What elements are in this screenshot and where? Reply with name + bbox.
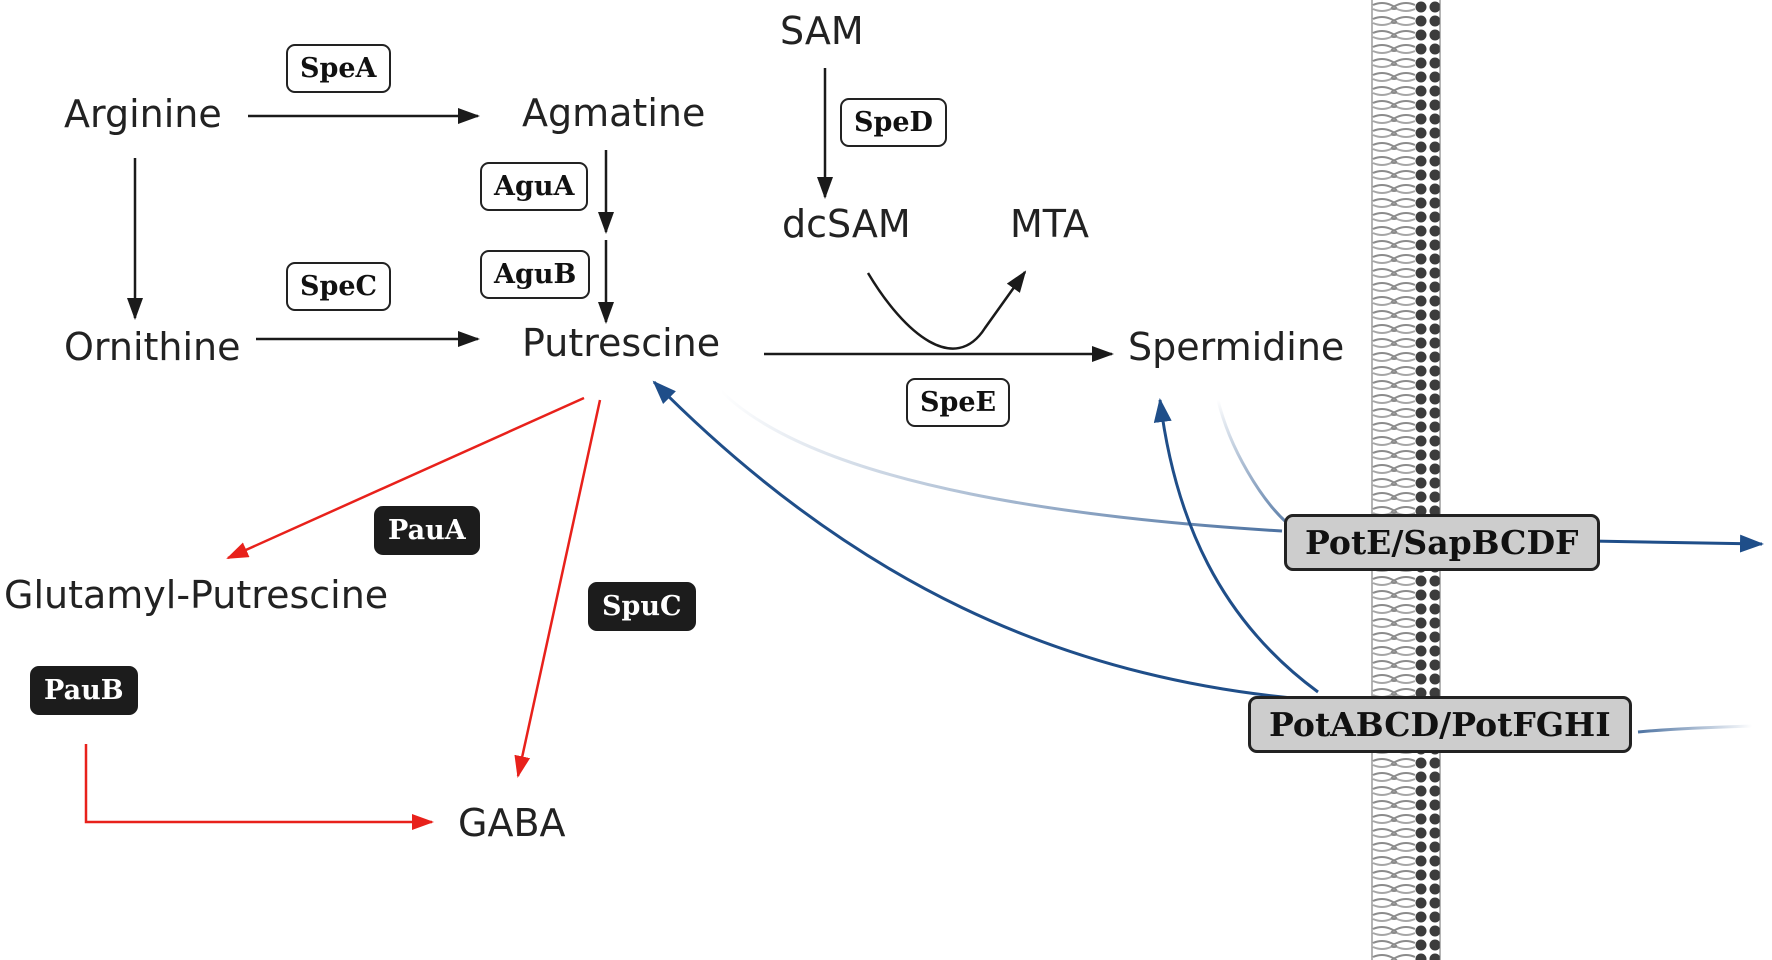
- spermidine-to-export-path: [1216, 399, 1288, 524]
- transporter-import: PotABCD/PotFGHI: [1248, 696, 1632, 753]
- enzyme-spea: SpeA: [286, 44, 391, 93]
- enzyme-paub: PauB: [30, 666, 138, 715]
- outside-to-import-path: [1637, 724, 1753, 734]
- membrane-bilayer: [1372, 0, 1440, 960]
- arrow-dcsam-to-mta: [866, 270, 1027, 350]
- arrow-export-to-outside: [1589, 534, 1764, 553]
- biosynthesis-arrows: [127, 68, 1114, 362]
- transport-arrows: [652, 380, 1764, 734]
- metabolite-spermidine: Spermidine: [1128, 325, 1345, 369]
- enzyme-spuc: SpuC: [588, 582, 696, 631]
- enzyme-spec: SpeC: [286, 262, 392, 311]
- metabolite-mta: MTA: [1010, 202, 1090, 246]
- transporter-export: PotE/SapBCDF: [1284, 514, 1600, 571]
- metabolite-arginine: Arginine: [64, 92, 222, 136]
- putrescine-to-export-path: [718, 388, 1283, 533]
- arrow-putrescine-to-gaba: [514, 399, 602, 778]
- cell-membrane: [1371, 0, 1441, 960]
- arrow-import-to-spermidine: [1153, 398, 1319, 694]
- metabolite-glutamyl-putrescine: Glutamyl-Putrescine: [4, 573, 389, 617]
- enzyme-agua: AguA: [480, 162, 589, 211]
- metabolite-putrescine: Putrescine: [522, 321, 721, 365]
- enzyme-sped: SpeD: [840, 98, 947, 147]
- enzyme-spee: SpeE: [906, 378, 1011, 427]
- metabolite-gaba: GABA: [458, 801, 566, 845]
- metabolite-sam: SAM: [780, 9, 864, 53]
- metabolite-ornithine: Ornithine: [64, 325, 241, 369]
- enzyme-paua: PauA: [374, 506, 480, 555]
- arrow-import-to-putrescine: [652, 380, 1315, 702]
- catabolism-arrows: [84, 396, 602, 830]
- metabolite-dcsam: dcSAM: [782, 202, 911, 246]
- metabolite-agmatine: Agmatine: [522, 91, 706, 135]
- arrow-glutamyl-putrescine-to-gaba: [84, 744, 434, 830]
- enzyme-agub: AguB: [480, 250, 591, 299]
- arrow-putrescine-to-glutamyl-putrescine: [226, 396, 585, 560]
